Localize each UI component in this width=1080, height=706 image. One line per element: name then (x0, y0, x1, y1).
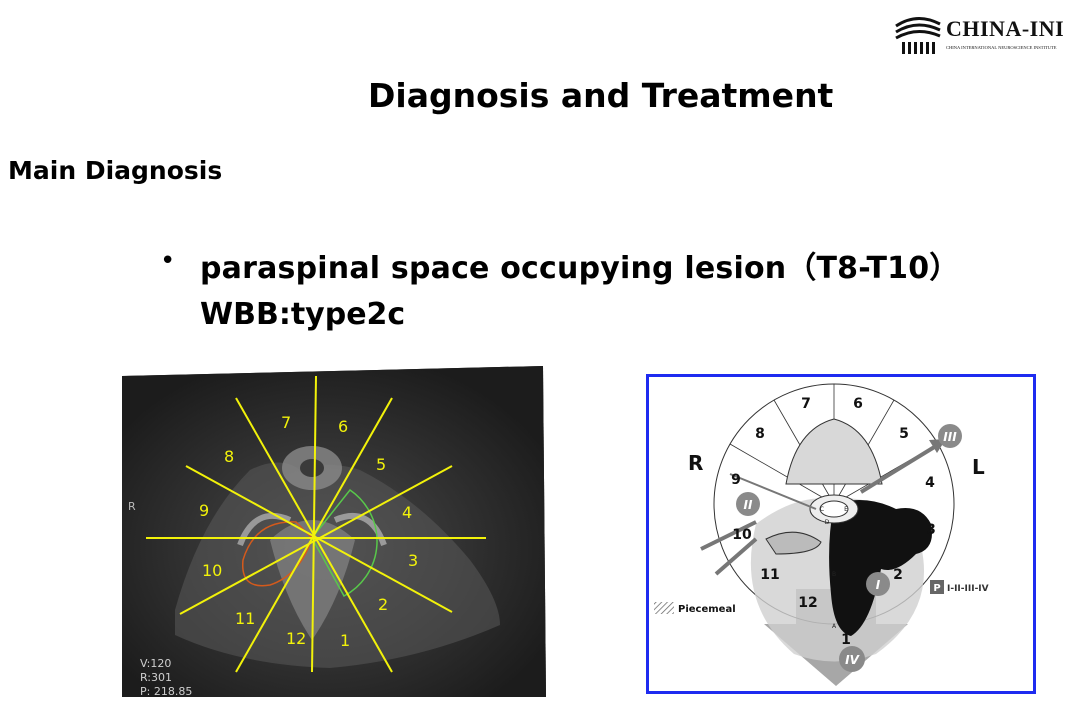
diagnosis-line-1: paraspinal space occupying lesion（T8-T10… (200, 251, 960, 286)
inner-letter: B (832, 571, 836, 578)
logo-subtitle: CHINA INTERNATIONAL NEUROSCIENCE INSTITU… (946, 45, 1057, 50)
institute-logo-icon (895, 17, 941, 54)
ct-zone-label: 9 (199, 501, 209, 520)
zone-label: 7 (801, 396, 811, 412)
zone-label: 10 (732, 527, 752, 543)
zone-label: 12 (798, 595, 817, 611)
zone-label: 11 (760, 567, 779, 583)
diagram-side-left: R (688, 451, 703, 475)
diagnosis-line-2: WBB:type2c (200, 297, 406, 332)
zone-label: 4 (925, 475, 935, 491)
layer-label: I (876, 578, 881, 592)
ct-zone-label: 8 (224, 447, 234, 466)
zone-label: 2 (893, 567, 903, 583)
ct-info-line: P: 218.85 (140, 685, 192, 698)
ct-zone-label: 11 (235, 609, 255, 628)
bullet-point-icon: • (160, 246, 176, 276)
piecemeal-swatch (654, 602, 674, 614)
layer-legend-text: I-II-III-IV (947, 584, 989, 594)
ct-info-line: R:301 (140, 671, 172, 684)
zone-label: 6 (853, 396, 863, 412)
ct-zone-label: 7 (281, 413, 291, 432)
ct-info-line: V:120 (140, 657, 171, 670)
wbb-classification-diagram: I II III IV 1 2 3 4 5 6 7 8 9 10 11 12 A… (646, 374, 1036, 694)
ct-zone-label: 6 (338, 417, 348, 436)
zone-label: 3 (926, 522, 936, 538)
layer-badge-box (930, 580, 944, 594)
section-heading: Main Diagnosis (8, 156, 223, 185)
logo-name: CHINA-INI (946, 16, 1065, 41)
page-title: Diagnosis and Treatment (368, 76, 834, 115)
layer-label: II (744, 498, 753, 512)
ct-zone-label: 3 (408, 551, 418, 570)
ct-side-marker: R (128, 500, 136, 513)
zone-label: 1 (841, 632, 851, 648)
inner-letter: A (832, 623, 837, 630)
ct-zone-label: 10 (202, 561, 222, 580)
ct-zone-label: 12 (286, 629, 306, 648)
inner-letter: E (844, 506, 848, 513)
layer-label: III (943, 430, 957, 444)
ct-info: V:120 R:301 P: 218.85 (140, 657, 192, 698)
ct-zone-label: 4 (402, 503, 412, 522)
zone-label: 9 (731, 472, 741, 488)
ct-zone-label: 1 (340, 631, 350, 650)
inner-letter: D (825, 519, 830, 526)
diagram-side-right: L (972, 455, 985, 479)
zone-label: 5 (899, 426, 909, 442)
ct-zone-label: 2 (378, 595, 388, 614)
ct-zone-label: 5 (376, 455, 386, 474)
zone-lines (146, 375, 486, 673)
layer-badge: P (933, 583, 940, 594)
ct-zone-labels: 1 2 3 4 5 6 7 8 9 10 11 12 (199, 413, 418, 650)
inner-letter: C (820, 506, 824, 513)
layer-label: IV (845, 653, 860, 667)
logo: CHINA-INI CHINA INTERNATIONAL NEUROSCIEN… (890, 10, 1075, 58)
zone-label: 8 (755, 426, 765, 442)
piecemeal-legend: Piecemeal (678, 604, 736, 615)
